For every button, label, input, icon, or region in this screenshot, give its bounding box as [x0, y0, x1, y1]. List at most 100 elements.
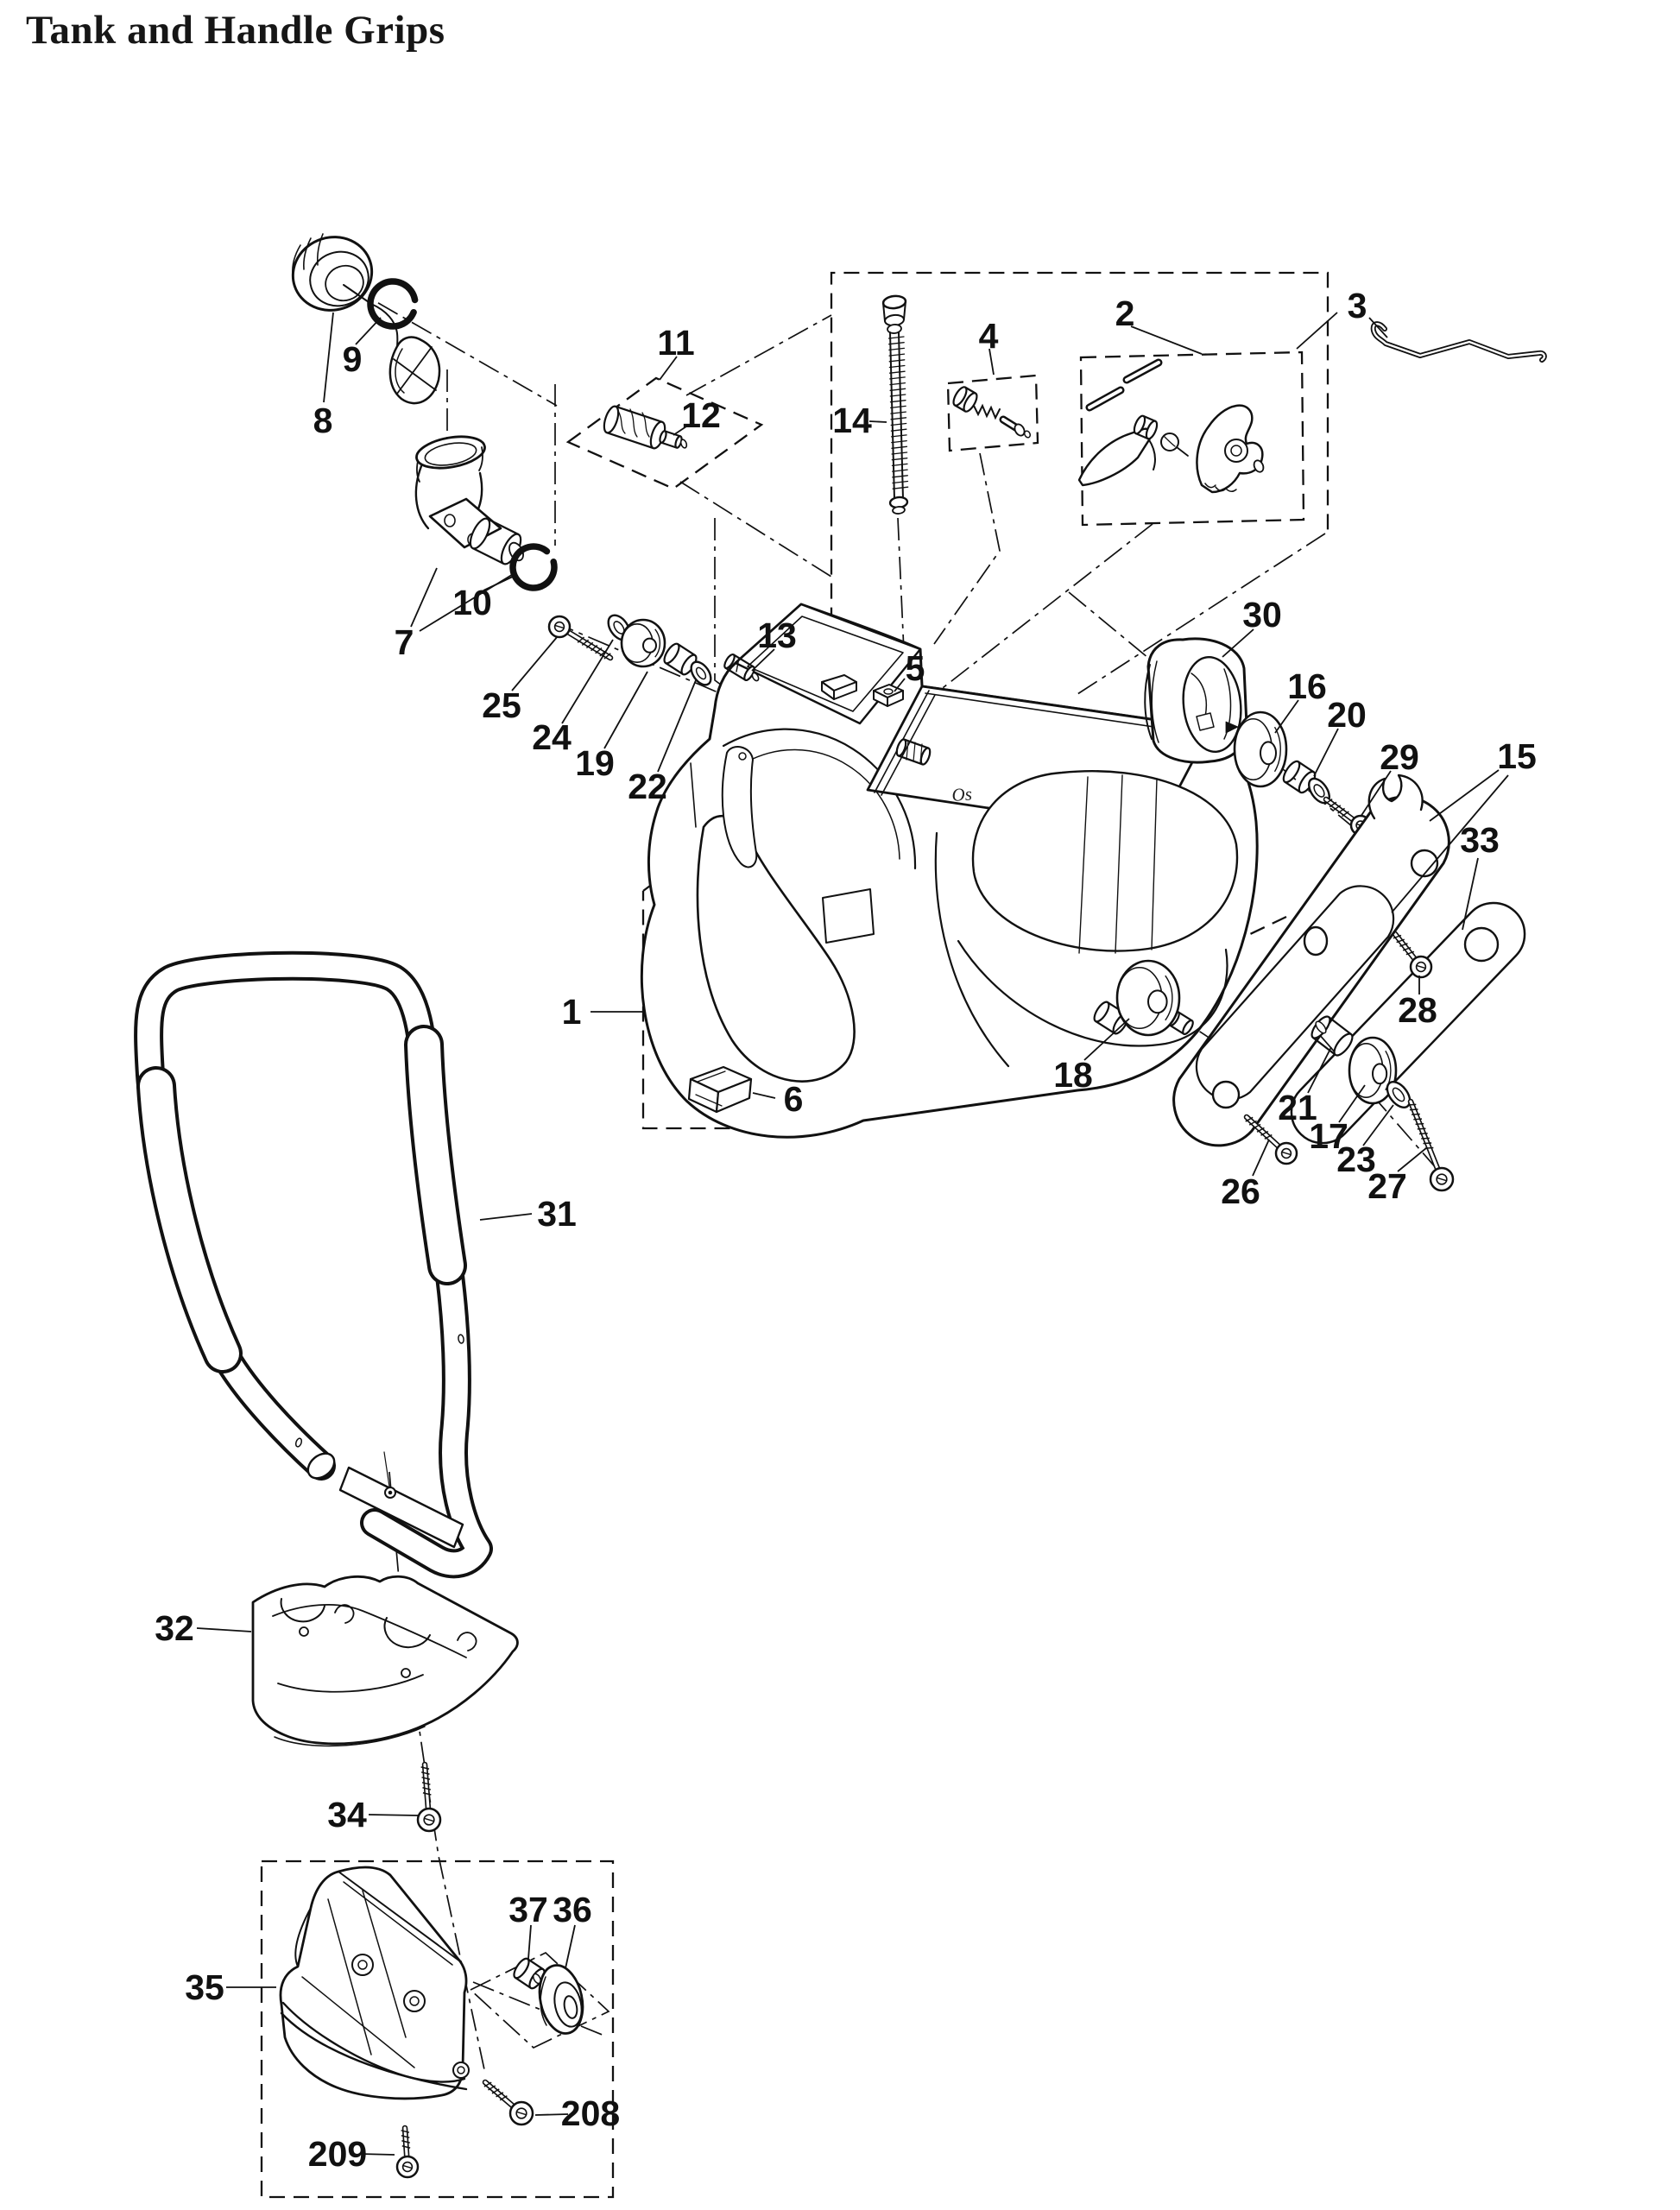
leader-line-part-36 [565, 1924, 576, 1969]
part-label-35: 35 [185, 1967, 224, 2007]
leader-line-part-33 [1462, 857, 1479, 931]
centerline-1 [679, 481, 832, 578]
leader-line-part-209 [359, 2153, 395, 2156]
part-label-21: 21 [1278, 1088, 1317, 1127]
leader-line-part-19 [603, 671, 648, 749]
part-label-8: 8 [313, 401, 333, 440]
leader-line-part-8 [323, 312, 334, 403]
leader-line-part-5 [894, 678, 906, 692]
part-label-16: 16 [1287, 666, 1327, 706]
part-16-annular-buffer-art [1233, 710, 1288, 788]
part-35-handle-base-art [279, 1866, 470, 2100]
part-37-bushing-art [513, 1957, 546, 1990]
part-13-lock-pin-art [723, 653, 760, 682]
part-label-24: 24 [532, 717, 572, 757]
part-label-25: 25 [482, 685, 521, 725]
leader-line-part-37 [527, 1924, 532, 1960]
dashed-assembly-box-3 [1079, 350, 1305, 527]
leader-line-part-26 [1252, 1139, 1270, 1177]
leader-line-part-3 [1368, 317, 1388, 338]
leader-line-part-17 [1338, 1084, 1366, 1123]
leader-line-part-2 [1130, 325, 1203, 355]
part-208-screw-art [482, 2079, 534, 2126]
part-27-screw-art [1407, 1098, 1455, 1192]
leader-line-part-18 [1083, 1018, 1130, 1061]
leader-line-part-27 [1397, 1147, 1427, 1172]
part-30-buffer-cup-art [1144, 637, 1248, 764]
part-21-spacer-sleeve-art [1311, 1015, 1354, 1057]
part-label-22: 22 [628, 767, 667, 806]
part-31-front-handlebar-art [134, 950, 493, 1579]
part-label-15: 15 [1497, 736, 1537, 776]
centerline-4 [685, 314, 832, 396]
leader-line-part-208 [534, 2113, 569, 2116]
leader-line-part-29 [1360, 770, 1392, 818]
leader-line-part-30 [1222, 628, 1254, 658]
leader-line-part-20 [1313, 728, 1339, 777]
leader-line-part-22 [657, 679, 697, 773]
leader-line-part-7 [410, 567, 438, 628]
centerline-7 [933, 452, 1001, 645]
part-label-12: 12 [681, 395, 721, 435]
part-33-bracket-plate-art [1290, 901, 1526, 1145]
centerline-8 [938, 523, 1153, 691]
part-label-30: 30 [1242, 595, 1282, 635]
part-label-34: 34 [327, 1795, 367, 1834]
leader-line-part-6 [752, 1092, 776, 1099]
part-label-3: 3 [1348, 286, 1367, 325]
leader-line-part-9 [355, 317, 382, 345]
part-label-209: 209 [308, 2134, 367, 2174]
part-17-annular-buffer-art [1348, 1036, 1398, 1105]
leader-line-part-4 [988, 348, 995, 376]
part-label-14: 14 [832, 401, 872, 440]
part-label-13: 13 [757, 616, 797, 655]
centerline-16 [472, 1981, 605, 2036]
part-label-29: 29 [1380, 737, 1419, 777]
part-9-cap-retainer-art [367, 278, 441, 405]
part-label-11: 11 [657, 323, 694, 363]
leader-line-part-23 [1362, 1104, 1394, 1146]
part-28-screw-art [1392, 931, 1433, 979]
part-label-32: 32 [155, 1608, 194, 1648]
part-4-detent-plunger-art [952, 386, 1032, 439]
dashed-assembly-box-1 [565, 376, 764, 490]
part-34-screw-art [416, 1761, 442, 1833]
part-label-7: 7 [395, 622, 414, 662]
dashed-assembly-box-4 [260, 1860, 615, 2199]
centerline-15 [388, 1471, 486, 2074]
part-label-4: 4 [979, 316, 999, 356]
part-label-1: 1 [562, 992, 582, 1032]
part-label-2: 2 [1115, 294, 1135, 333]
dashed-group-boxes [260, 271, 1329, 2199]
part-label-28: 28 [1398, 990, 1437, 1030]
part-label-20: 20 [1327, 695, 1367, 735]
leader-line-part-14 [868, 420, 887, 423]
part-18-annular-buffer-art [1115, 959, 1181, 1037]
part-10-o-ring-art [509, 543, 558, 591]
part-209-screw-art [395, 2125, 420, 2179]
part-label-26: 26 [1221, 1171, 1260, 1211]
leader-line-part-10 [483, 574, 517, 591]
part-26-screw-art [1243, 1114, 1298, 1165]
leader-line-part-15 [1391, 774, 1509, 913]
centerline-5 [714, 518, 748, 705]
leader-line-part-31 [479, 1213, 533, 1221]
part-label-33: 33 [1460, 820, 1500, 860]
leader-line-part-32 [196, 1627, 252, 1632]
leader-line-part-12 [673, 424, 690, 436]
part-label-9: 9 [343, 339, 363, 379]
part-label-31: 31 [537, 1194, 577, 1234]
leader-line-part-16 [1274, 699, 1299, 734]
part-1-tank-housing-art [640, 603, 1259, 1139]
part-drawings: Os [134, 233, 1547, 2179]
part-15-handle-bracket-art [1172, 774, 1450, 1147]
part-label-5: 5 [906, 648, 925, 688]
leader-line-part-13 [751, 648, 775, 672]
part-label-208: 208 [561, 2093, 620, 2133]
part-32-handle-clamp-art [251, 1575, 519, 1747]
os-molding-mark: Os [951, 783, 973, 805]
part-19-annular-buffer-art [620, 618, 666, 668]
